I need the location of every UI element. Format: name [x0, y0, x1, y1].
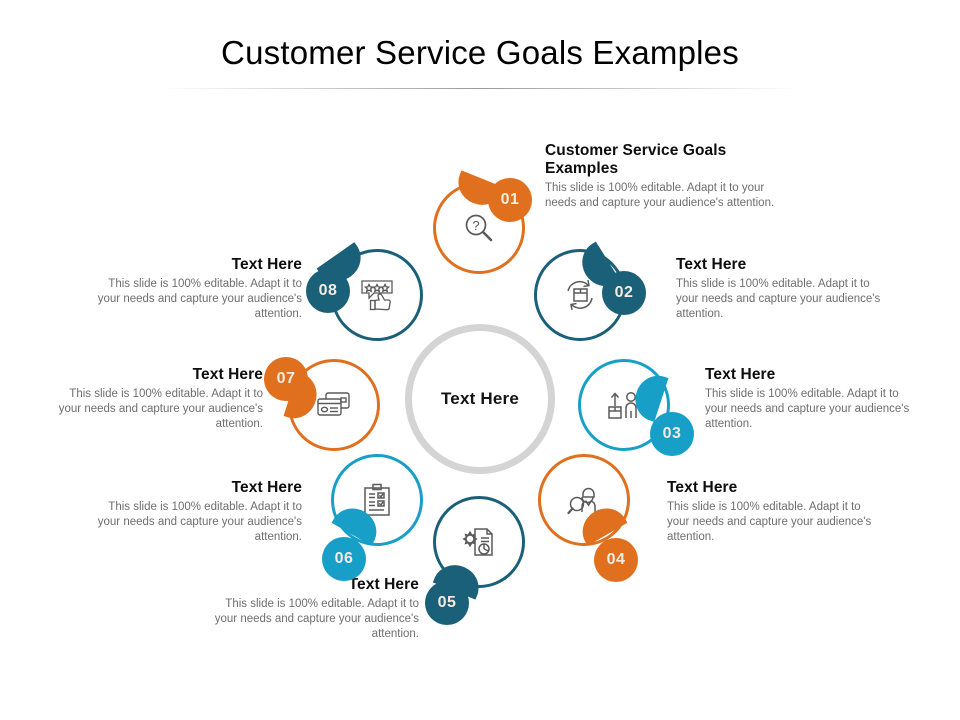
text-block-07-body: This slide is 100% editable. Adapt it to… — [58, 388, 263, 430]
text-block-02-body: This slide is 100% editable. Adapt it to… — [676, 278, 881, 320]
title-divider — [160, 88, 800, 89]
node-06-badge: 06 — [322, 537, 366, 581]
text-block-07-heading: Text Here — [192, 366, 263, 383]
person-magnifier-icon — [538, 454, 630, 546]
node-06-ring — [331, 454, 423, 546]
text-block-01: Customer Service Goals Examples This sli… — [545, 142, 781, 211]
node-02[interactable]: 02 — [534, 241, 646, 341]
circular-diagram: Text Here ? 01 Customer Service Goals Ex… — [0, 96, 960, 706]
text-block-07: Text Here This slide is 100% editable. A… — [48, 366, 263, 432]
node-08[interactable]: 08 — [306, 242, 423, 341]
text-block-01-body: This slide is 100% editable. Adapt it to… — [545, 182, 775, 209]
node-05[interactable]: 05 — [425, 496, 525, 625]
text-block-01-heading: Customer Service Goals Examples — [545, 142, 727, 177]
text-block-08-body: This slide is 100% editable. Adapt it to… — [97, 278, 302, 320]
svg-text:?: ? — [472, 218, 479, 233]
clipboard-checklist-icon — [331, 454, 423, 546]
node-04[interactable]: 04 — [538, 454, 638, 582]
node-01-badge: 01 — [488, 178, 532, 222]
document-gear-chart-icon — [433, 496, 525, 588]
text-block-08-heading: Text Here — [231, 256, 302, 273]
node-08-badge: 08 — [306, 269, 350, 313]
node-07-badge: 07 — [264, 357, 308, 401]
node-01[interactable]: ? 01 — [433, 170, 532, 274]
text-block-05-body: This slide is 100% editable. Adapt it to… — [214, 598, 419, 640]
box-return-arrows-icon — [534, 249, 626, 341]
text-block-04: Text Here This slide is 100% editable. A… — [667, 479, 882, 545]
node-06[interactable]: 06 — [322, 454, 423, 581]
node-05-badge: 05 — [425, 581, 469, 625]
credit-cards-icon — [288, 359, 380, 451]
star-rating-thumbs-up-icon — [331, 249, 423, 341]
text-block-04-heading: Text Here — [667, 479, 738, 496]
node-03-badge: 03 — [650, 412, 694, 456]
text-block-03: Text Here This slide is 100% editable. A… — [705, 366, 920, 432]
text-block-04-body: This slide is 100% editable. Adapt it to… — [667, 501, 872, 543]
text-block-08: Text Here This slide is 100% editable. A… — [87, 256, 302, 322]
hub-circle[interactable]: Text Here — [405, 324, 555, 474]
node-07[interactable]: 07 — [264, 357, 380, 451]
text-block-06-body: This slide is 100% editable. Adapt it to… — [97, 501, 302, 543]
text-block-05: Text Here This slide is 100% editable. A… — [204, 576, 419, 642]
node-03[interactable]: 03 — [578, 359, 694, 456]
node-04-badge: 04 — [594, 538, 638, 582]
hub-label: Text Here — [440, 389, 520, 408]
text-block-03-heading: Text Here — [705, 366, 776, 383]
text-block-02-heading: Text Here — [676, 256, 747, 273]
page-title: Customer Service Goals Examples — [221, 34, 739, 71]
text-block-05-heading: Text Here — [348, 576, 419, 593]
text-block-02: Text Here This slide is 100% editable. A… — [676, 256, 891, 322]
text-block-03-body: This slide is 100% editable. Adapt it to… — [705, 388, 910, 430]
magnifier-question-icon: ? — [433, 182, 525, 274]
text-block-06: Text Here This slide is 100% editable. A… — [87, 479, 302, 545]
node-02-badge: 02 — [602, 271, 646, 315]
text-block-06-heading: Text Here — [231, 479, 302, 496]
